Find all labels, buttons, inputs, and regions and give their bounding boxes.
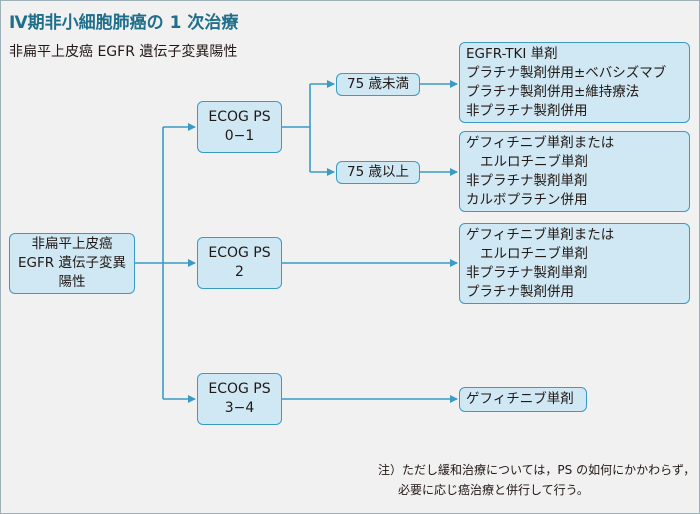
tx-under75-line-3: プラチナ製剤併用±維持療法 — [466, 84, 640, 100]
ps34-node: ECOG PS 3−4 — [197, 373, 282, 425]
tx-over75-line-3: 非プラチナ製剤単剤 — [466, 173, 588, 189]
tx-under75-line-4: 非プラチナ製剤併用 — [466, 103, 588, 119]
age-over-75-label: 75 歳以上 — [347, 164, 409, 180]
footnote-line-1: 注）ただし緩和治療については，PS の如何にかかわらず， — [378, 463, 696, 477]
tx-over75-line-1: ゲフィチニブ単剤または — [466, 135, 615, 151]
ps01-line-1: ECOG PS — [208, 109, 271, 125]
tx-over75-line-4: カルボプラチン併用 — [466, 192, 588, 208]
ps01-node: ECOG PS 0−1 — [197, 101, 282, 153]
tx-ps34-label: ゲフィチニブ単剤 — [466, 391, 574, 407]
tx-ps2-line-1: ゲフィチニブ単剤または — [466, 227, 615, 243]
tx-ps2-line-4: プラチナ製剤併用 — [466, 284, 574, 300]
ps34-line-1: ECOG PS — [208, 381, 271, 397]
footnote: 注）ただし緩和治療については，PS の如何にかかわらず， 必要に応じ癌治療と併行… — [378, 460, 695, 500]
tx-under75-line-2: プラチナ製剤併用±ベバシズマブ — [466, 65, 667, 81]
tx-ps2-line-3: 非プラチナ製剤単剤 — [466, 265, 588, 281]
figure-title: Ⅳ期非小細胞肺癌の 1 次治療 — [9, 13, 239, 33]
footnote-line-2: 必要に応じ癌治療と併行して行う。 — [398, 483, 589, 497]
ps2-line-2: 2 — [235, 264, 244, 280]
figure-subtitle: 非扁平上皮癌 EGFR 遺伝子変異陽性 — [9, 44, 238, 60]
age-under-75-label: 75 歳未満 — [347, 76, 409, 92]
age-over-75-node: 75 歳以上 — [336, 161, 420, 184]
tx-under75-line-1: EGFR-TKI 単剤 — [466, 46, 558, 62]
tx-over75-line-2: エルロチニブ単剤 — [480, 154, 588, 170]
ps01-line-2: 0−1 — [224, 128, 255, 144]
treatment-ps2: ゲフィチニブ単剤または エルロチニブ単剤 非プラチナ製剤単剤 プラチナ製剤併用 — [459, 223, 690, 304]
ps2-node: ECOG PS 2 — [197, 237, 282, 289]
ps2-line-1: ECOG PS — [208, 245, 271, 261]
treatment-over-75: ゲフィチニブ単剤または エルロチニブ単剤 非プラチナ製剤単剤 カルボプラチン併用 — [459, 131, 690, 212]
age-under-75-node: 75 歳未満 — [336, 73, 420, 96]
treatment-under-75: EGFR-TKI 単剤 プラチナ製剤併用±ベバシズマブ プラチナ製剤併用±維持療… — [459, 42, 690, 123]
ps34-line-2: 3−4 — [224, 400, 255, 416]
root-node: 非扁平上皮癌 EGFR 遺伝子変異 陽性 — [9, 233, 135, 294]
tx-ps2-line-2: エルロチニブ単剤 — [480, 246, 588, 262]
treatment-ps34: ゲフィチニブ単剤 — [459, 387, 587, 412]
root-line-1: 非扁平上皮癌 — [31, 236, 113, 252]
root-line-2: EGFR 遺伝子変異 — [18, 255, 126, 271]
root-line-3: 陽性 — [58, 274, 86, 290]
